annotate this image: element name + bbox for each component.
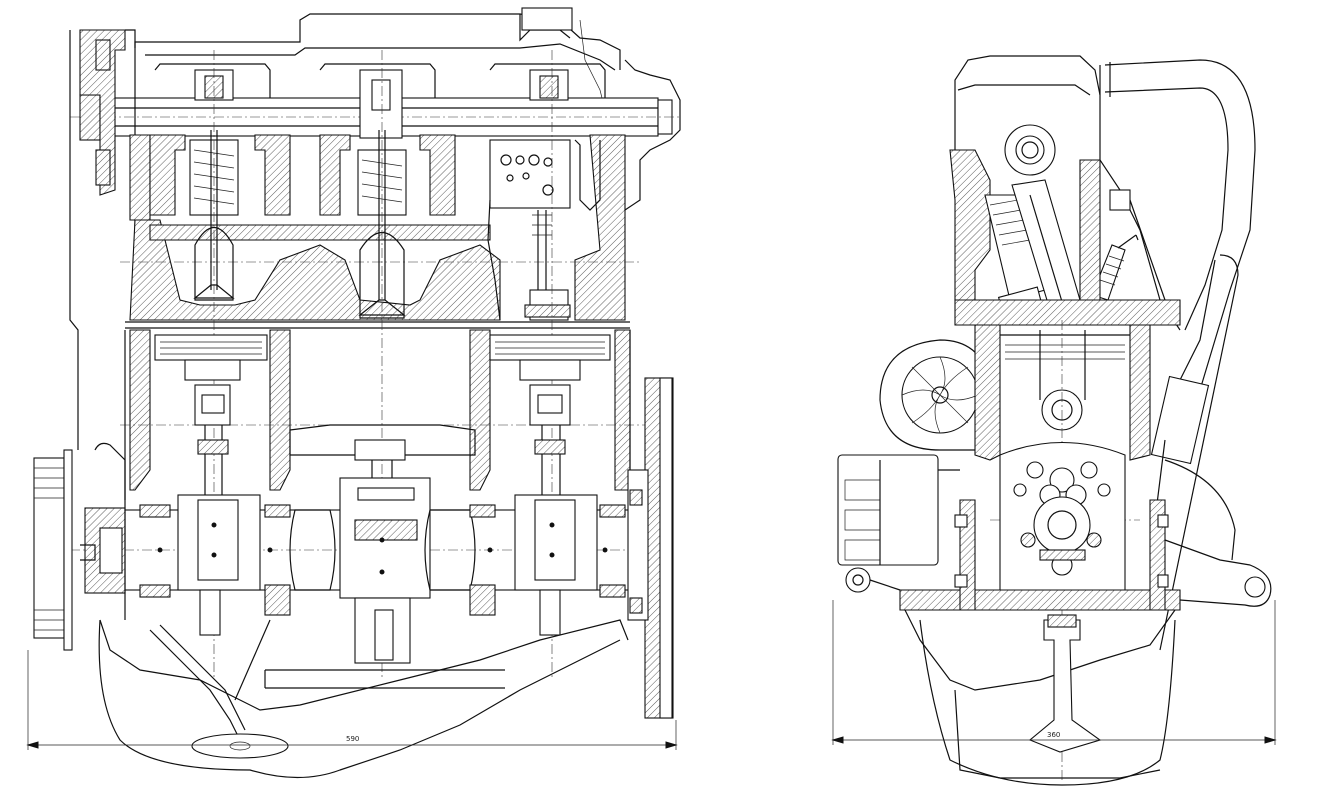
breather-pipe bbox=[1099, 59, 1256, 651]
overall-length-dimension: 590 bbox=[26, 650, 678, 750]
cylinder-head bbox=[120, 134, 640, 329]
flywheel bbox=[627, 377, 674, 719]
head-housing bbox=[949, 55, 1181, 331]
timing-cover bbox=[69, 29, 136, 450]
oil-sump bbox=[98, 619, 629, 779]
dimension-label-width: 360 bbox=[1047, 731, 1060, 739]
engine-block bbox=[899, 320, 1181, 780]
block-outline bbox=[124, 59, 681, 620]
engine-mount bbox=[1164, 459, 1272, 607]
longitudinal-section-view: 590 bbox=[26, 7, 681, 779]
alternator bbox=[837, 454, 960, 593]
sump-transverse bbox=[904, 609, 1176, 786]
transverse-section-view: 360 bbox=[831, 55, 1277, 786]
water-pump bbox=[879, 339, 991, 451]
camshaft bbox=[70, 63, 680, 141]
valve-cover bbox=[134, 7, 621, 151]
crankshaft bbox=[70, 477, 660, 664]
crankshaft-pulley bbox=[33, 442, 126, 651]
overall-width-dimension: 360 bbox=[831, 600, 1277, 745]
dimension-label-length: 590 bbox=[346, 735, 359, 743]
pistons bbox=[154, 334, 611, 495]
